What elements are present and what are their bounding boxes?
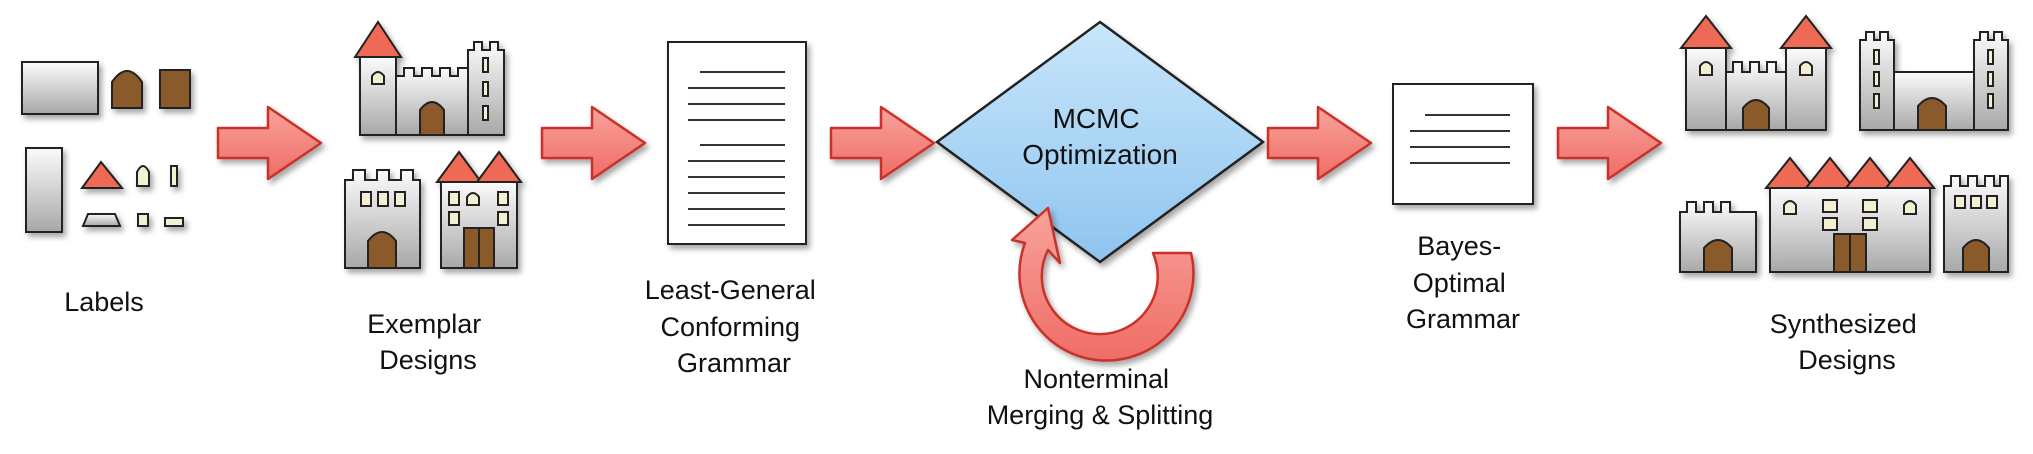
synthesized-castles xyxy=(1678,14,2009,273)
castle-icon xyxy=(1859,31,2009,131)
labels-caption: Labels xyxy=(64,287,144,317)
castle-icon xyxy=(344,169,421,269)
bayes-caption: Bayes- Optimal Grammar xyxy=(1406,231,1520,334)
castle-icon xyxy=(435,150,523,269)
slit-window-icon xyxy=(170,165,178,187)
loop-caption: Nonterminal Merging & Splitting xyxy=(987,364,1214,430)
cycle-arrow-icon xyxy=(1010,206,1195,362)
square-door-icon xyxy=(159,69,191,109)
wall-block-icon xyxy=(21,61,99,115)
castle-icon xyxy=(1678,14,1834,131)
roof-icon xyxy=(80,160,125,189)
castle-icon xyxy=(1943,175,2009,273)
arched-window-icon xyxy=(136,165,150,187)
castle-icon xyxy=(353,20,505,136)
castle-icon xyxy=(1763,156,1937,273)
flow-arrows xyxy=(216,105,1663,181)
block-arrow-icon xyxy=(829,105,936,181)
sill-icon xyxy=(164,217,184,227)
tower-block-icon xyxy=(25,147,63,233)
mcmc-caption: MCMC Optimization xyxy=(1022,103,1178,170)
document-icon xyxy=(667,41,807,245)
labels-stage xyxy=(21,61,191,233)
diamond-icon xyxy=(934,20,1266,264)
document-icon xyxy=(1392,83,1534,205)
exemplar-caption: Exemplar Designs xyxy=(367,309,489,375)
castle-icon xyxy=(1679,201,1757,273)
crenel-icon xyxy=(81,213,122,227)
exemplar-castles xyxy=(344,20,523,269)
block-arrow-icon xyxy=(1266,105,1373,181)
synthesized-caption: Synthesized Designs xyxy=(1770,309,1925,375)
block-arrow-icon xyxy=(540,105,647,181)
arched-door-icon xyxy=(111,70,143,109)
lgcg-caption: Least-General Conforming Grammar xyxy=(645,275,824,378)
block-arrow-icon xyxy=(216,105,323,181)
small-window-icon xyxy=(137,213,149,227)
block-arrow-icon xyxy=(1556,105,1663,181)
